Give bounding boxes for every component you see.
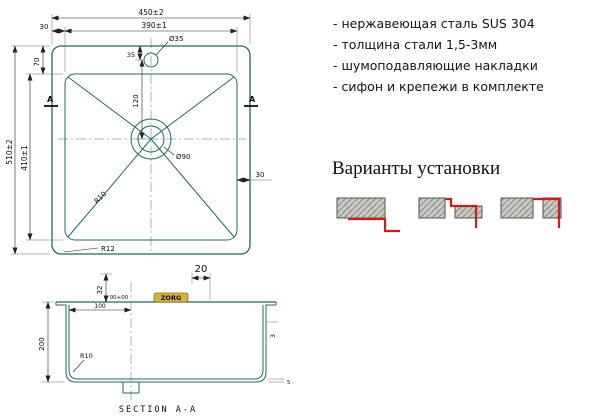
spec-item: - толщина стали 1,5-3мм	[333, 37, 498, 52]
dim-width-inner: 390±1	[141, 21, 167, 30]
sink-top-view-drawing: 450±2 390±1 30 Ø35 35 70 120 510±2 410±1…	[5, 8, 272, 255]
countertop-block	[454, 205, 483, 219]
spec-item: - шумоподавляющие накладки	[333, 58, 538, 73]
section-marker-left: A	[47, 95, 54, 104]
spec-item: - нержавеющая сталь SUS 304	[333, 16, 535, 31]
extension-lines	[11, 14, 272, 255]
sink-edge-profile	[348, 217, 400, 233]
dim-flange-width: 20	[195, 264, 208, 275]
install-options-row	[336, 196, 562, 244]
install-diagram-2	[418, 197, 483, 228]
dim-drain-tolerance: 00+00	[110, 295, 129, 301]
zorg-logo: ZORG	[153, 292, 189, 303]
spec-list: - нержавеющая сталь SUS 304 - толщина ст…	[333, 13, 544, 97]
spec-item: - сифон и крепежи в комплекте	[333, 79, 544, 94]
section-extension-lines	[42, 273, 284, 383]
dim-bottom-gap: 5	[287, 380, 291, 386]
dim-drain-offset: 100	[94, 303, 106, 310]
centerlines	[58, 38, 246, 252]
section-marker-right: A	[249, 95, 256, 104]
sink-edge-profile	[445, 197, 478, 228]
install-diagram-1	[336, 197, 400, 233]
dim-height-inner: 410±1	[20, 145, 29, 171]
dim-width-outer: 450±2	[138, 8, 164, 17]
zorg-logo-text: ZORG	[161, 294, 182, 302]
dim-faucet-hole-offset: 35	[127, 51, 135, 59]
countertop-block	[418, 197, 446, 219]
section-profile	[55, 301, 277, 394]
install-options-title: Варианты установки	[332, 158, 501, 179]
install-diagram-3	[500, 197, 562, 228]
dim-bottom-radius: R10	[80, 352, 93, 360]
countertop-block	[500, 197, 534, 219]
dim-deck-right: 30	[256, 171, 265, 179]
sink-edge-profile	[533, 197, 561, 228]
dim-offset-top-left: 30	[40, 23, 49, 31]
drain-circle-outer	[130, 118, 172, 160]
countertop-block	[336, 197, 386, 219]
dim-faucet-hole-dia: Ø35	[169, 35, 183, 43]
section-caption: SECTION A-A	[119, 405, 197, 415]
dim-height-outer: 510±2	[5, 139, 14, 165]
dim-rim-height: 32	[96, 286, 104, 295]
sink-section-drawing: ZORG 32 20 00+00 100 200 3 5 R10	[38, 264, 291, 415]
dim-steel-thickness: 3	[269, 334, 277, 338]
dim-bowl-depth: 200	[38, 337, 46, 350]
dimension-lines	[12, 15, 258, 255]
dim-hole-to-drain: 120	[132, 94, 140, 107]
section-dimension-lines	[45, 273, 211, 383]
sink-outline	[51, 45, 251, 255]
dim-deck-top: 70	[33, 58, 41, 67]
dim-drain-dia: Ø90	[176, 153, 190, 161]
dim-radius-outer: R12	[101, 245, 115, 253]
